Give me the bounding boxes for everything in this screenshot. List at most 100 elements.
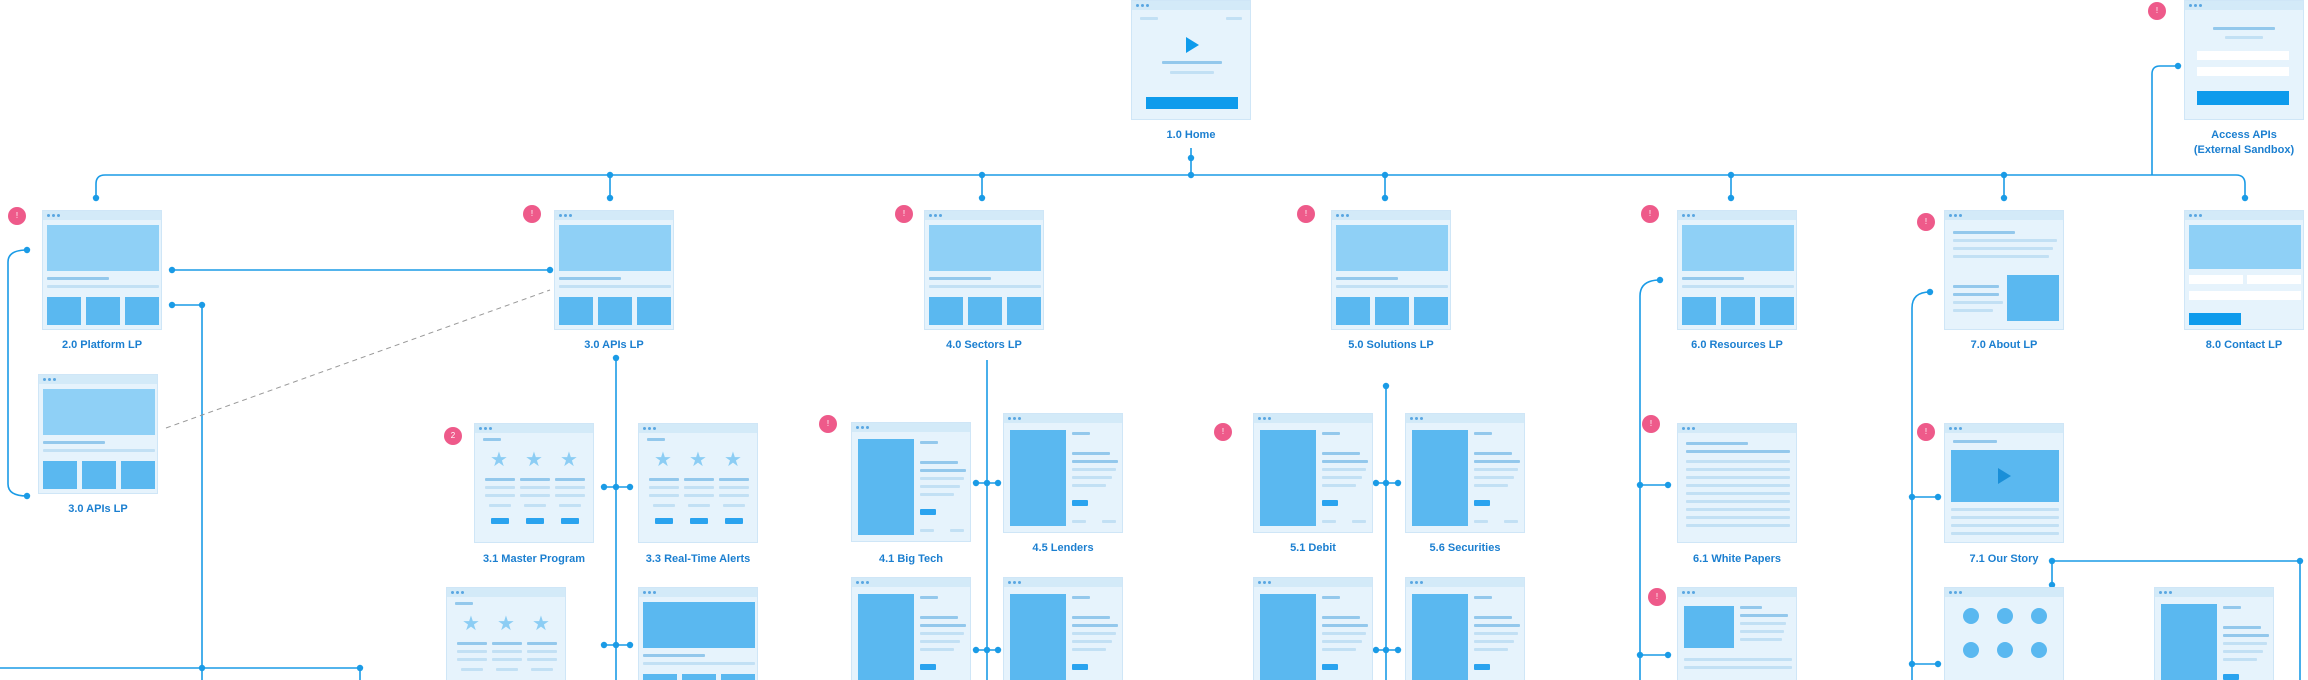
label-sectors: 4.0 Sectors LP <box>946 339 1022 351</box>
connector-dot <box>1382 382 1390 390</box>
label-resources: 6.0 Resources LP <box>1691 339 1783 351</box>
badge-resources: ! <box>1641 205 1659 223</box>
node-apis-lp-variant[interactable] <box>38 374 158 494</box>
window-bar <box>555 211 673 220</box>
connector-dot <box>1372 646 1380 654</box>
node-sectors-child-4[interactable] <box>1003 577 1123 680</box>
side-image <box>1412 430 1468 526</box>
connector-dot <box>1187 171 1195 179</box>
avatar <box>1997 608 2013 624</box>
connector-dot <box>2174 62 2182 70</box>
label-apis-lp-variant: 3.0 APIs LP <box>68 503 128 515</box>
star-icon: ★ <box>490 449 508 471</box>
node-team[interactable] <box>1944 587 2064 680</box>
connector-dot <box>1372 479 1380 487</box>
connector-dot <box>994 646 1002 654</box>
node-apis-lp[interactable] <box>554 210 674 330</box>
badge-master: 2 <box>444 427 462 445</box>
play-icon <box>1998 468 2011 484</box>
label-contact: 8.0 Contact LP <box>2205 339 2283 351</box>
node-solutions-child-4[interactable] <box>1405 577 1525 680</box>
node-sectors-lp[interactable] <box>924 210 1044 330</box>
node-resources-lp[interactable] <box>1677 210 1797 330</box>
star-icon: ★ <box>525 449 543 471</box>
node-our-story[interactable] <box>1944 423 2064 543</box>
node-lenders[interactable] <box>1003 413 1123 533</box>
node-white-papers[interactable] <box>1677 423 1797 543</box>
side-image <box>1010 430 1066 526</box>
label-our-story: 7.1 Our Story <box>1969 553 2039 565</box>
connector-dot <box>546 266 554 274</box>
node-real-time-alerts[interactable]: ★★★ <box>638 423 758 543</box>
window-bar <box>1678 211 1796 220</box>
connector-dot <box>1908 660 1916 668</box>
connector-dot <box>612 641 620 649</box>
window-bar <box>447 588 565 597</box>
window-bar <box>1254 578 1372 587</box>
hero-image <box>559 225 671 271</box>
play-icon <box>1186 37 1199 53</box>
node-contact-lp[interactable] <box>2184 210 2304 330</box>
node-apis-child-3[interactable]: ★★★ <box>446 587 566 680</box>
connector-dot <box>612 354 620 362</box>
badge-access: ! <box>2148 2 2166 20</box>
label-about: 7.0 About LP <box>1970 339 2038 351</box>
star-icon: ★ <box>724 449 742 471</box>
window-bar <box>639 588 757 597</box>
badge-platform: ! <box>8 207 26 225</box>
connector-dot <box>23 492 31 500</box>
node-solutions-child-3[interactable] <box>1253 577 1373 680</box>
node-securities[interactable] <box>1405 413 1525 533</box>
connector-dot <box>606 194 614 202</box>
avatar <box>1997 642 2013 658</box>
hero-image <box>43 389 155 435</box>
label-access-apis-2: (External Sandbox) <box>2193 144 2295 156</box>
hero-image <box>1682 225 1794 271</box>
node-sectors-child-3[interactable] <box>851 577 971 680</box>
connector-dot <box>972 479 980 487</box>
label-apis-lp: 3.0 APIs LP <box>584 339 644 351</box>
connector-dot <box>994 479 1002 487</box>
node-home[interactable] <box>1131 0 1251 120</box>
window-bar <box>1004 414 1122 423</box>
connector-dot <box>2048 581 2056 589</box>
node-master-program[interactable]: ★★★ <box>474 423 594 543</box>
side-image <box>858 439 914 535</box>
connector-dot <box>626 483 634 491</box>
node-apis-child-4[interactable] <box>638 587 758 680</box>
node-access-apis[interactable] <box>2184 0 2304 120</box>
connector-dot <box>1934 493 1942 501</box>
node-resources-child-2[interactable] <box>1677 587 1797 680</box>
connector-dot <box>1727 171 1735 179</box>
connector-dot <box>606 171 614 179</box>
node-about-lp[interactable] <box>1944 210 2064 330</box>
node-about-child-3[interactable] <box>2154 587 2274 680</box>
connector-dot <box>1381 194 1389 202</box>
connector-dot <box>2000 171 2008 179</box>
connector-dot <box>168 266 176 274</box>
connector-dot <box>1656 276 1664 284</box>
node-debit[interactable] <box>1253 413 1373 533</box>
window-bar <box>1004 578 1122 587</box>
node-big-tech[interactable] <box>851 422 971 542</box>
node-platform-lp[interactable] <box>42 210 162 330</box>
connector-dot <box>1926 288 1934 296</box>
window-bar <box>475 424 593 433</box>
window-bar <box>852 578 970 587</box>
main-bus <box>95 174 2246 198</box>
side-image <box>858 594 914 680</box>
connector-dot <box>1664 651 1672 659</box>
node-solutions-lp[interactable] <box>1331 210 1451 330</box>
side-image <box>1010 594 1066 680</box>
connector-dot <box>1934 660 1942 668</box>
connector-dot <box>168 301 176 309</box>
badge-about: ! <box>1917 213 1935 231</box>
connector-dot <box>2000 194 2008 202</box>
cta-button-shape <box>1146 97 1238 109</box>
window-bar <box>925 211 1043 220</box>
avatar <box>2031 608 2047 624</box>
connector-dot <box>2241 194 2249 202</box>
connector-dot <box>23 246 31 254</box>
